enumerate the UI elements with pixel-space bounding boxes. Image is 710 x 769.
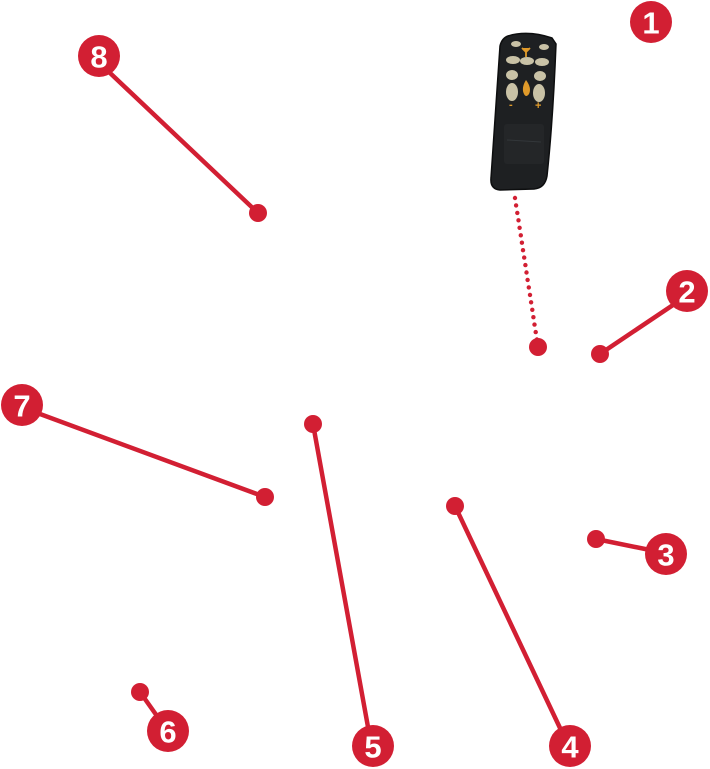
remote-top-button-left xyxy=(511,41,521,47)
target-dot-4 xyxy=(446,497,464,515)
remote-button-4 xyxy=(506,70,518,80)
target-dot-2 xyxy=(591,345,609,363)
signal-dot xyxy=(533,329,538,335)
remote-flame-up-button xyxy=(533,84,545,102)
signal-dot xyxy=(524,270,529,275)
remote-minus-glyph: - xyxy=(509,99,513,111)
callout-badge-1: 1 xyxy=(630,1,672,43)
remote-timer-icon xyxy=(521,47,531,57)
signal-dot xyxy=(525,277,530,283)
remote-grip-area xyxy=(504,124,544,164)
leader-line-3 xyxy=(593,536,653,553)
remote-flame-down-button xyxy=(506,83,518,101)
callout-badge-3: 3 xyxy=(645,533,687,575)
remote-button-5 xyxy=(534,71,546,81)
receiver-target-dot xyxy=(529,338,547,356)
target-dot-7 xyxy=(256,488,274,506)
remote-top-button-right xyxy=(539,44,549,50)
callout-number-3: 3 xyxy=(657,538,674,573)
flame-icon xyxy=(522,80,530,96)
callout-number-7: 7 xyxy=(13,389,30,424)
callout-number-4: 4 xyxy=(561,730,579,765)
signal-dot xyxy=(528,300,534,305)
callout-badge-8: 8 xyxy=(78,35,120,77)
signal-dot xyxy=(520,248,526,253)
remote-button-3 xyxy=(535,58,549,66)
target-dot-6 xyxy=(131,683,149,701)
signal-dot xyxy=(517,225,522,230)
signal-dot xyxy=(513,203,519,208)
callout-number-1: 1 xyxy=(642,6,659,41)
remote-control-icon: - + xyxy=(490,32,557,191)
callout-badge-7: 7 xyxy=(1,384,43,426)
leader-line-2 xyxy=(597,300,679,357)
remote-plus-glyph: + xyxy=(535,100,541,112)
signal-dot xyxy=(519,240,525,245)
signal-dot xyxy=(527,292,533,298)
signal-dot xyxy=(523,262,528,268)
target-dot-3 xyxy=(587,530,605,548)
signal-dot xyxy=(518,233,523,238)
signal-dot xyxy=(531,315,536,320)
callout-badge-4: 4 xyxy=(549,725,591,767)
callout-number-6: 6 xyxy=(159,715,176,750)
leader-line-7 xyxy=(37,411,268,500)
target-dot-5 xyxy=(304,415,322,433)
signal-dot xyxy=(530,307,535,312)
callout-badge-5: 5 xyxy=(352,725,394,767)
signal-dot xyxy=(526,285,531,290)
callout-number-2: 2 xyxy=(678,275,695,310)
signal-dot xyxy=(512,195,518,201)
signal-dot xyxy=(515,210,520,216)
remote-button-1 xyxy=(506,56,520,64)
leader-line-4 xyxy=(452,503,563,731)
leader-line-8 xyxy=(106,69,261,216)
remote-signal-dotted-line xyxy=(512,195,547,356)
callout-number-8: 8 xyxy=(90,40,107,75)
callout-lines xyxy=(37,69,679,731)
signal-dot xyxy=(522,255,527,260)
leader-line-5 xyxy=(310,421,371,730)
callout-badge-2: 2 xyxy=(666,270,708,312)
signal-dot xyxy=(516,218,521,223)
remote-button-2 xyxy=(520,57,534,65)
signal-dot xyxy=(532,322,537,327)
target-dot-8 xyxy=(249,204,267,222)
callout-badge-6: 6 xyxy=(147,710,189,752)
callout-number-5: 5 xyxy=(364,730,381,765)
